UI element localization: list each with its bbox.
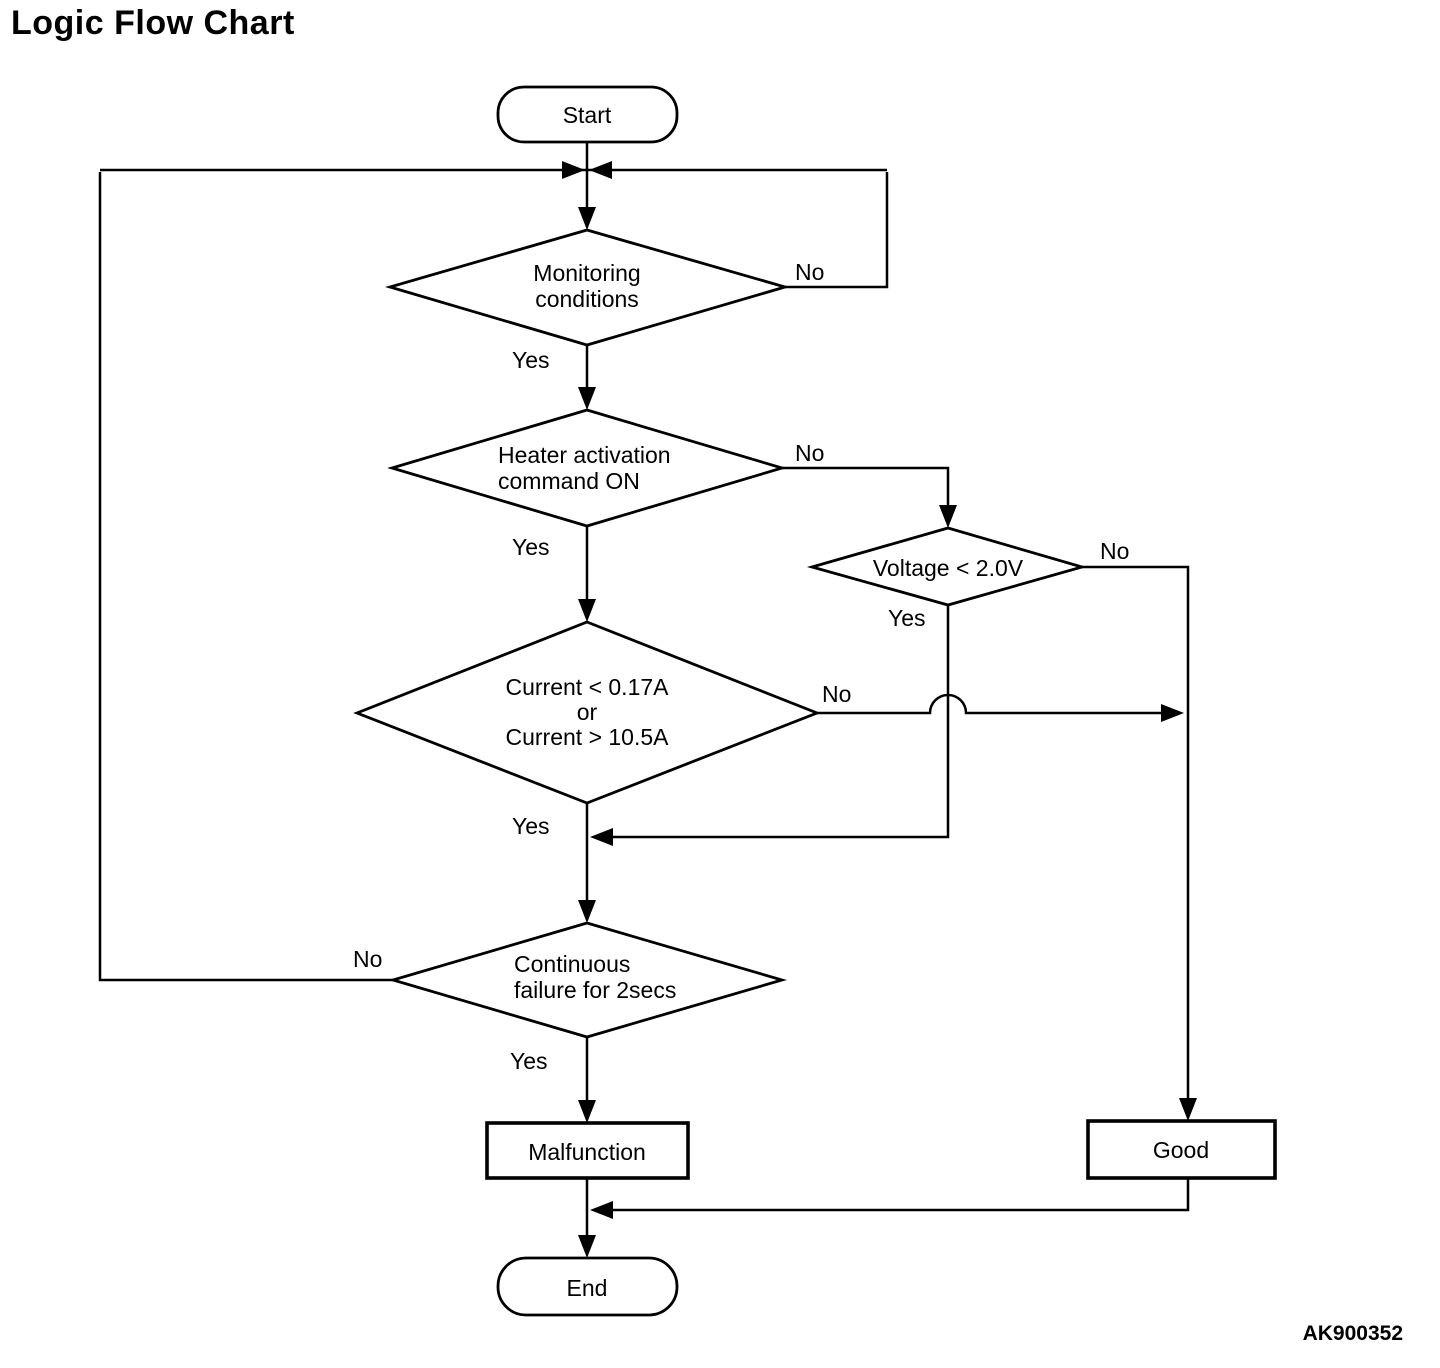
edge-voltage-yes-line (598, 605, 950, 839)
edge-labels: No Yes No Yes No Yes No Yes No Yes (353, 259, 1129, 1074)
start-label: Start (563, 102, 612, 128)
good-box (1086, 1119, 1277, 1180)
arrowheads (562, 161, 1197, 1258)
edge-label-monitoring-no: No (795, 259, 824, 285)
continuous-failure-diamond (388, 921, 787, 1039)
current-label-line1: Current < 0.17A (505, 674, 669, 700)
edge-heater-no-line (782, 466, 950, 524)
into-voltage-arrowhead-icon (939, 505, 957, 528)
into-good-arrowhead-icon (1179, 1098, 1197, 1121)
nodes (353, 85, 1277, 1317)
edge-label-heater-yes: Yes (512, 534, 550, 560)
malfunction-box (485, 1121, 690, 1180)
monitoring-label-line1: Monitoring (533, 260, 640, 286)
voltage-label: Voltage < 2.0V (873, 555, 1024, 581)
edge-good-merge-line (598, 1178, 1190, 1212)
current-label-line3: Current > 10.5A (505, 724, 669, 750)
voltage-check-diamond (806, 526, 1088, 607)
malfunction-label: Malfunction (528, 1139, 646, 1165)
edge-label-current-no: No (822, 681, 851, 707)
current-no-merge-arrowhead-icon (1161, 704, 1184, 722)
edge-label-current-yes: Yes (512, 813, 550, 839)
into-current-arrowhead-icon (578, 599, 596, 622)
edge-label-voltage-yes: Yes (888, 605, 926, 631)
into-malfunction-arrowhead-icon (578, 1100, 596, 1123)
edge-label-heater-no: No (795, 440, 824, 466)
edge-monitoring-no-line (785, 172, 889, 289)
current-label-line2: or (577, 699, 598, 725)
monitoring-conditions-diamond (385, 228, 791, 347)
continuous-label-line1: Continuous (514, 951, 630, 977)
edge-label-continuous-yes: Yes (510, 1048, 548, 1074)
node-labels: Start Monitoring conditions Heater activ… (498, 102, 1209, 1301)
edge-label-voltage-no: No (1100, 538, 1129, 564)
start-terminator (496, 85, 679, 144)
continuous-label-line2: failure for 2secs (514, 977, 676, 1003)
voltage-yes-merge-arrowhead-icon (590, 828, 613, 846)
current-check-diamond (353, 620, 821, 805)
page-title: Logic Flow Chart (11, 4, 295, 42)
into-continuous-arrowhead-icon (578, 900, 596, 923)
junction-right-arrowhead-icon (589, 161, 612, 179)
edge-voltage-no-line (1082, 565, 1190, 1117)
junction-left-arrowhead-icon (562, 161, 585, 179)
end-label: End (567, 1275, 608, 1301)
connectors (98, 142, 1190, 1254)
edge-label-monitoring-yes: Yes (512, 347, 550, 373)
monitoring-label-line2: conditions (535, 286, 639, 312)
edge-label-continuous-no: No (353, 946, 382, 972)
heater-label-line2: command ON (498, 468, 640, 494)
into-heater-arrowhead-icon (578, 387, 596, 410)
into-end-arrowhead-icon (578, 1235, 596, 1258)
into-monitoring-arrowhead-icon (578, 207, 596, 230)
end-terminator (496, 1256, 679, 1317)
good-merge-arrowhead-icon (590, 1201, 613, 1219)
good-label: Good (1153, 1137, 1209, 1163)
heater-label-line1: Heater activation (498, 442, 671, 468)
heater-activation-diamond (387, 408, 787, 528)
edge-continuous-no-loop-line (98, 172, 393, 982)
figure-code-label: AK900352 (1302, 1322, 1403, 1345)
edge-current-no-line-with-hop (817, 693, 1180, 715)
